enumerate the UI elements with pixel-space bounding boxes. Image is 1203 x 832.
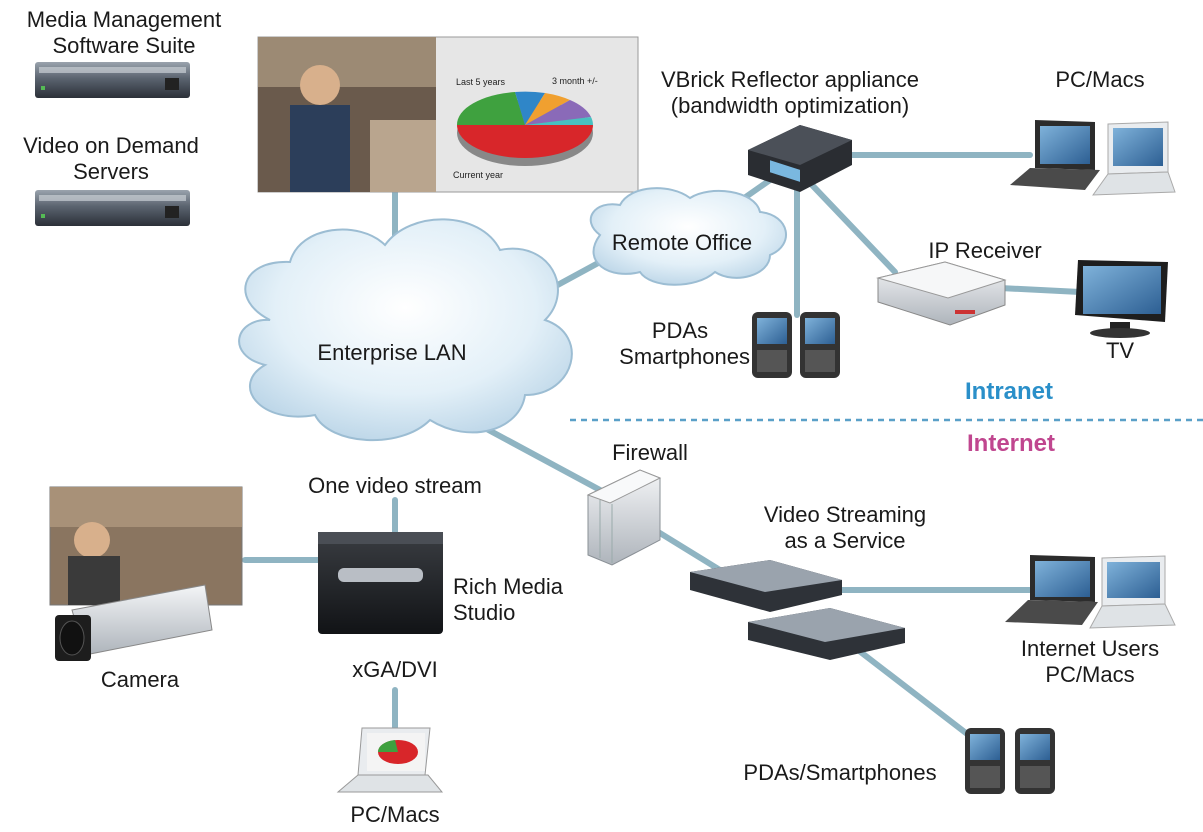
internet-users-line2: PC/Macs — [1045, 662, 1135, 687]
camera-device — [55, 584, 213, 661]
reflector-label: VBrick Reflector appliance (bandwidth op… — [640, 67, 940, 119]
slide-pie-label-2: 3 month +/- — [552, 76, 598, 86]
rich-media-studio-device — [318, 532, 443, 634]
pdas-line1: PDAs — [651, 318, 709, 343]
internet-users-line1: Internet Users — [1020, 636, 1160, 661]
laptop-bottom — [336, 727, 444, 793]
ip-receiver-device — [876, 261, 1007, 326]
slide-pie-chart — [456, 91, 594, 166]
firewall-label: Firewall — [612, 440, 688, 465]
media-management-server — [35, 62, 190, 98]
firewall-device — [586, 469, 662, 566]
streaming-server-2 — [748, 608, 905, 660]
rich-media-line2: Studio — [453, 600, 516, 625]
one-video-stream-label: One video stream — [308, 473, 482, 498]
pdas-top — [752, 312, 840, 378]
vod-server — [35, 190, 190, 226]
link-lan-firewall — [467, 417, 603, 493]
streaming-server-1 — [690, 560, 842, 612]
ip-receiver-label: IP Receiver — [928, 238, 1042, 263]
intranet-label: Intranet — [965, 378, 1054, 405]
remote-office-label: Remote Office — [611, 230, 753, 255]
reflector-line1: VBrick Reflector appliance — [660, 67, 919, 92]
camera-photo — [49, 486, 243, 606]
remote-office-cloud — [589, 187, 787, 286]
enterprise-lan-cloud — [238, 218, 573, 442]
internet-label: Internet — [967, 430, 1056, 457]
pdas-line2: Smartphones — [619, 344, 750, 369]
connection-lines — [242, 152, 1083, 743]
vsaas-line1: Video Streaming — [763, 502, 927, 527]
slide-pie-label-3: Current year — [453, 170, 503, 180]
laptops-internet — [1005, 555, 1176, 629]
pdas-bottom — [965, 728, 1055, 794]
xga-label: xGA/DVI — [352, 657, 438, 682]
tv-device — [1075, 260, 1168, 338]
vod-line1: Video on Demand — [23, 133, 199, 158]
reflector-appliance — [748, 125, 852, 192]
link-reflector-receiver — [809, 182, 898, 275]
tv-label: TV — [1105, 338, 1135, 363]
vod-line2: Servers — [73, 159, 149, 184]
pdas-bottom-label: PDAs/Smartphones — [743, 760, 937, 785]
pc-macs-bottom-label: PC/Macs — [350, 802, 440, 827]
link-receiver-tv — [997, 285, 1083, 295]
vod-label: Video on Demand Servers — [5, 133, 217, 185]
laptops-top — [1010, 120, 1176, 196]
vsaas-label: Video Streaming as a Service — [735, 502, 955, 554]
internet-users-label: Internet Users PC/Macs — [1000, 636, 1180, 688]
reflector-line2: (bandwidth optimization) — [670, 93, 910, 118]
media-management-line1: Media Management — [26, 7, 222, 32]
rich-media-label: Rich Media Studio — [453, 574, 563, 626]
pc-macs-top-label: PC/Macs — [1055, 67, 1145, 92]
presentation-slide: Last 5 years 3 month +/- Current year — [257, 36, 639, 193]
vsaas-line2: as a Service — [784, 528, 906, 553]
enterprise-lan-label: Enterprise LAN — [317, 340, 467, 365]
camera-label: Camera — [100, 667, 180, 692]
slide-pie-label-1: Last 5 years — [456, 77, 506, 87]
media-management-line2: Software Suite — [52, 33, 196, 58]
pdas-smartphones-label: PDAs Smartphones — [590, 318, 750, 370]
link-firewall-server — [652, 527, 723, 573]
rich-media-line1: Rich Media — [453, 574, 564, 599]
link-server-pda — [842, 637, 978, 743]
media-management-label: Media Management Software Suite — [8, 7, 240, 59]
